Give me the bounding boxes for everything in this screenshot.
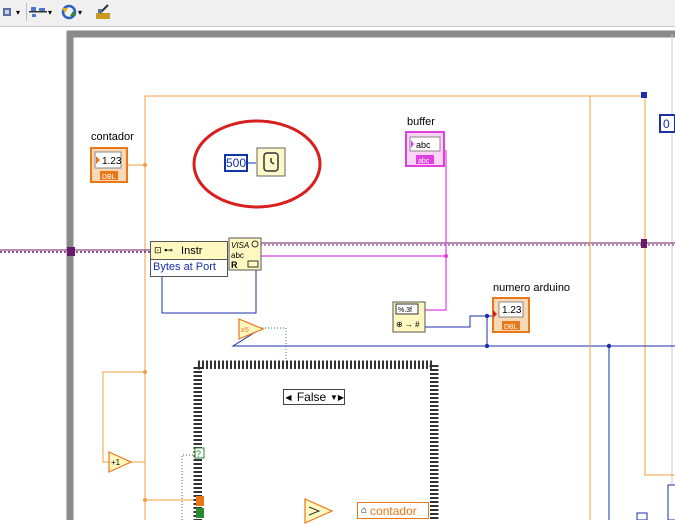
zero-constant [659, 114, 675, 133]
cleanup-diagram-icon [96, 4, 110, 19]
case-selector[interactable]: ◀ False ▼▶ [283, 389, 345, 405]
svg-text:abc: abc [416, 140, 431, 150]
svg-text:⊕ → #: ⊕ → # [396, 320, 420, 329]
buffer-terminal[interactable]: abc abc [405, 131, 445, 167]
numero-arduino-terminal[interactable]: 1.23 DBL [492, 297, 530, 333]
home-icon: ⌂ [361, 505, 368, 516]
dropdown-arrow: ▾ [78, 7, 83, 17]
blue-tunnel [641, 92, 647, 98]
toolbar-separator [26, 3, 27, 21]
diagram-canvas: 0 [0, 30, 675, 520]
contador-terminal[interactable]: 1.23 DBL [90, 147, 128, 183]
align-dropdown-icon [29, 7, 47, 17]
property-class: Instr [181, 244, 203, 257]
bookmark-dropdown-button[interactable]: ▾ [2, 2, 24, 22]
svg-text:+1: +1 [111, 458, 121, 467]
bool-terminal-text: ? [196, 449, 201, 459]
svg-text:DBL: DBL [102, 174, 116, 181]
property-ref-icon: ⊡ ⊷ [154, 245, 174, 255]
contador-local-variable[interactable]: ⌂ contador [357, 502, 429, 519]
annotation-ellipse [192, 119, 322, 209]
svg-text:1.23: 1.23 [502, 305, 522, 316]
zero-constant-text: 0 [663, 117, 670, 131]
diagram-toolbar: ▾ ▾ ▾ [0, 0, 675, 27]
dropdown-arrow: ▾ [48, 7, 53, 17]
property-bytes-at-port[interactable]: Bytes at Port [153, 261, 216, 273]
while-loop-border [66, 30, 675, 520]
align-dropdown-button[interactable]: ▾ [28, 2, 56, 22]
reorder-dropdown-icon [61, 4, 77, 20]
buffer-label: buffer [407, 116, 435, 128]
wristwatch-icon [263, 152, 279, 172]
wait-ms-function[interactable] [256, 147, 286, 177]
numero-arduino-label: numero arduino [493, 282, 571, 294]
contador-label: contador [91, 131, 134, 143]
svg-text:abc: abc [231, 251, 244, 260]
svg-text:DBL: DBL [504, 324, 518, 331]
case-value: False [296, 390, 327, 404]
local-variable-name: contador [370, 503, 417, 518]
dropdown-arrow: ▾ [16, 7, 21, 17]
scan-from-string-function[interactable]: %.3f ⊕ → # [392, 301, 426, 333]
svg-text:1.23: 1.23 [102, 156, 122, 167]
block-diagram[interactable]: 0 [0, 27, 675, 524]
svg-text:VISA: VISA [231, 241, 249, 250]
select-function[interactable] [304, 498, 334, 524]
case-next-arrow[interactable]: ▼▶ [330, 392, 345, 402]
bookmark-dropdown-icon [3, 8, 11, 16]
cleanup-diagram-button[interactable] [94, 2, 116, 22]
visa-property-node[interactable]: ⊡ ⊷ Instr Bytes at Port [150, 241, 228, 277]
svg-text:≥5: ≥5 [241, 327, 249, 334]
case-prev-arrow[interactable]: ◀ [285, 392, 292, 402]
wait-ms-constant[interactable]: 500 [224, 154, 248, 172]
increment-function[interactable]: +1 [108, 451, 132, 473]
svg-text:R: R [231, 260, 238, 270]
visa-read-function[interactable]: VISA abc R [228, 237, 262, 271]
svg-text:abc: abc [418, 158, 430, 165]
case-structure-border [193, 360, 439, 520]
svg-text:%.3f: %.3f [398, 307, 412, 314]
greater-or-equal-function[interactable]: ≥5 [238, 318, 264, 340]
reorder-dropdown-button[interactable]: ▾ [60, 2, 88, 22]
visa-tunnel-left [67, 247, 75, 256]
